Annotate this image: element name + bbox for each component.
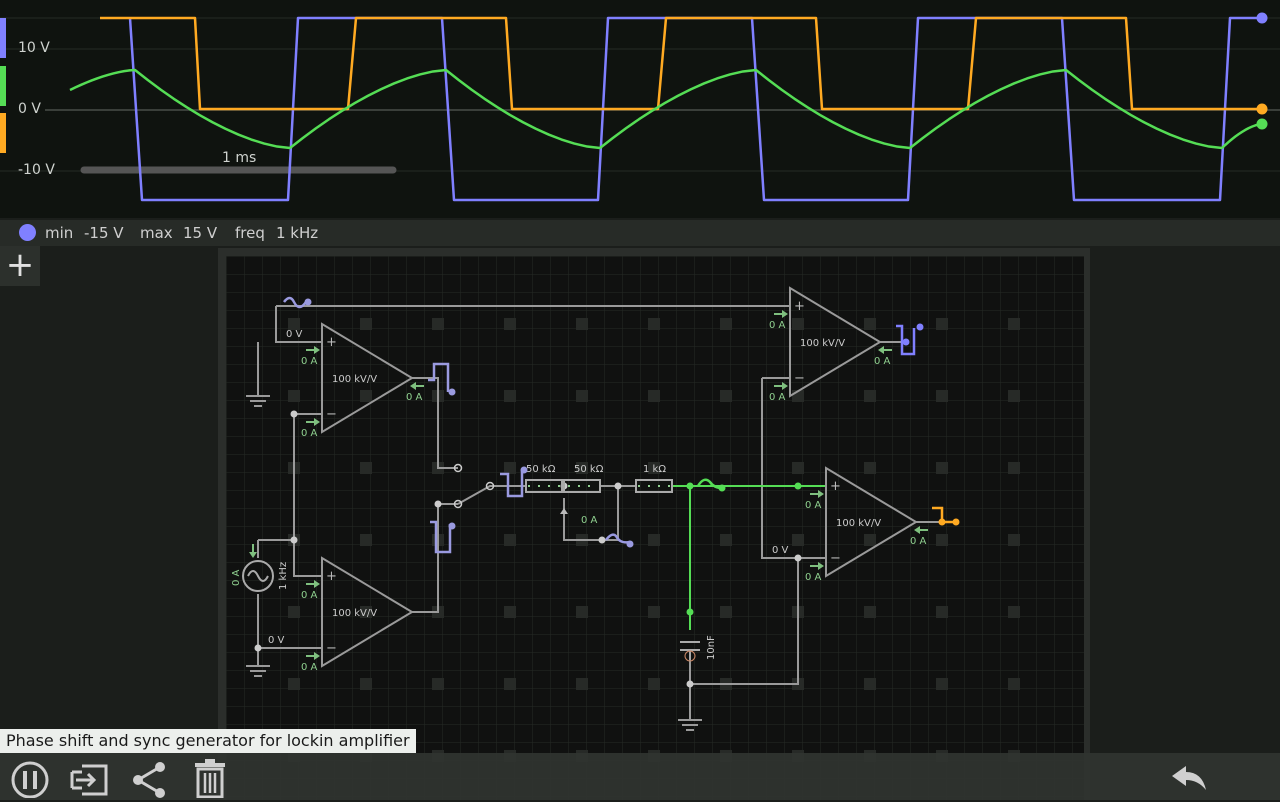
freq-label: freq xyxy=(235,224,265,242)
opamp3-gain: 100 kV/V xyxy=(800,338,845,349)
export-button[interactable] xyxy=(68,758,110,798)
svg-text:0 A: 0 A xyxy=(301,428,318,439)
svg-text:+: + xyxy=(326,569,337,584)
svg-text:0 A: 0 A xyxy=(874,356,891,367)
svg-text:+: + xyxy=(326,335,337,350)
svg-text:+: + xyxy=(794,299,805,314)
resistor-1-value: 50 kΩ xyxy=(526,464,556,475)
export-icon xyxy=(70,764,108,796)
share-button[interactable] xyxy=(128,758,170,798)
trace-channel-2 xyxy=(69,68,1263,150)
svg-text:−: − xyxy=(830,551,841,566)
resistor-3-value: 1 kΩ xyxy=(643,464,666,475)
channel-2-tab[interactable] xyxy=(0,66,6,106)
svg-text:0 A: 0 A xyxy=(406,392,423,403)
delete-button[interactable] xyxy=(189,758,231,799)
trash-icon xyxy=(195,759,225,799)
trace-marker-2 xyxy=(1256,103,1268,115)
circuit-title: Phase shift and sync generator for locki… xyxy=(0,729,416,753)
channel-color-dot xyxy=(19,224,36,241)
pause-icon xyxy=(11,761,49,799)
source-frequency: 1 kHz xyxy=(278,562,289,590)
trace-marker-1 xyxy=(1256,12,1268,24)
channel-3-tab[interactable] xyxy=(0,113,6,153)
bottom-toolbar xyxy=(0,753,1280,800)
opamp4-gain: 100 kV/V xyxy=(836,518,881,529)
trace-channel-3 xyxy=(100,16,1262,111)
freq-value: 1 kHz xyxy=(276,224,319,242)
add-component-button[interactable]: + xyxy=(0,246,40,286)
timebar-label: 1 ms xyxy=(222,150,257,166)
svg-text:0 A: 0 A xyxy=(769,392,786,403)
svg-text:0 A: 0 A xyxy=(910,536,927,547)
pause-button[interactable] xyxy=(9,758,51,799)
channel-1-tab[interactable] xyxy=(0,18,6,58)
y-label-minus10v: -10 V xyxy=(18,162,55,178)
svg-text:0 A: 0 A xyxy=(581,515,598,526)
svg-text:+: + xyxy=(830,479,841,494)
svg-text:0 V: 0 V xyxy=(268,635,285,646)
probe-info-bar: min -15 V max 15 V freq 1 kHz xyxy=(0,220,1280,246)
y-label-0v: 0 V xyxy=(18,101,41,117)
svg-text:0 A: 0 A xyxy=(769,320,786,331)
opamp2-gain: 100 kV/V xyxy=(332,608,377,619)
svg-text:0 A: 0 A xyxy=(301,356,318,367)
y-label-10v: 10 V xyxy=(18,40,50,56)
undo-button[interactable] xyxy=(1168,758,1210,798)
svg-text:0 A: 0 A xyxy=(805,572,822,583)
trace-marker-3 xyxy=(1256,118,1268,130)
capacitor-value: 10nF xyxy=(706,635,717,660)
svg-text:−: − xyxy=(794,371,805,386)
circuit-board[interactable]: + − + − + − + − 100 kV/V 100 kV/V 100 kV/V 1… xyxy=(226,256,1084,800)
svg-text:0 A: 0 A xyxy=(805,500,822,511)
svg-text:0 A: 0 A xyxy=(301,590,318,601)
share-icon xyxy=(133,762,165,798)
svg-text:0 V: 0 V xyxy=(286,329,303,340)
max-label: max xyxy=(140,224,173,242)
svg-text:0 A: 0 A xyxy=(301,662,318,673)
oscilloscope[interactable]: 10 V 0 V -10 V 1 ms xyxy=(0,0,1280,218)
svg-text:0 V: 0 V xyxy=(772,545,789,556)
resistor-2-value: 50 kΩ xyxy=(574,464,604,475)
undo-icon xyxy=(1172,766,1206,790)
min-label: min xyxy=(45,224,74,242)
svg-text:−: − xyxy=(326,407,337,422)
circuit-schematic: + − + − + − + − 100 kV/V 100 kV/V 100 kV/V 1… xyxy=(226,256,1084,800)
opamp1-gain: 100 kV/V xyxy=(332,374,377,385)
max-value: 15 V xyxy=(183,224,218,242)
oscilloscope-plot xyxy=(0,12,1280,202)
source-current: 0 A xyxy=(231,569,242,586)
min-value: -15 V xyxy=(84,224,124,242)
svg-text:−: − xyxy=(326,641,337,656)
